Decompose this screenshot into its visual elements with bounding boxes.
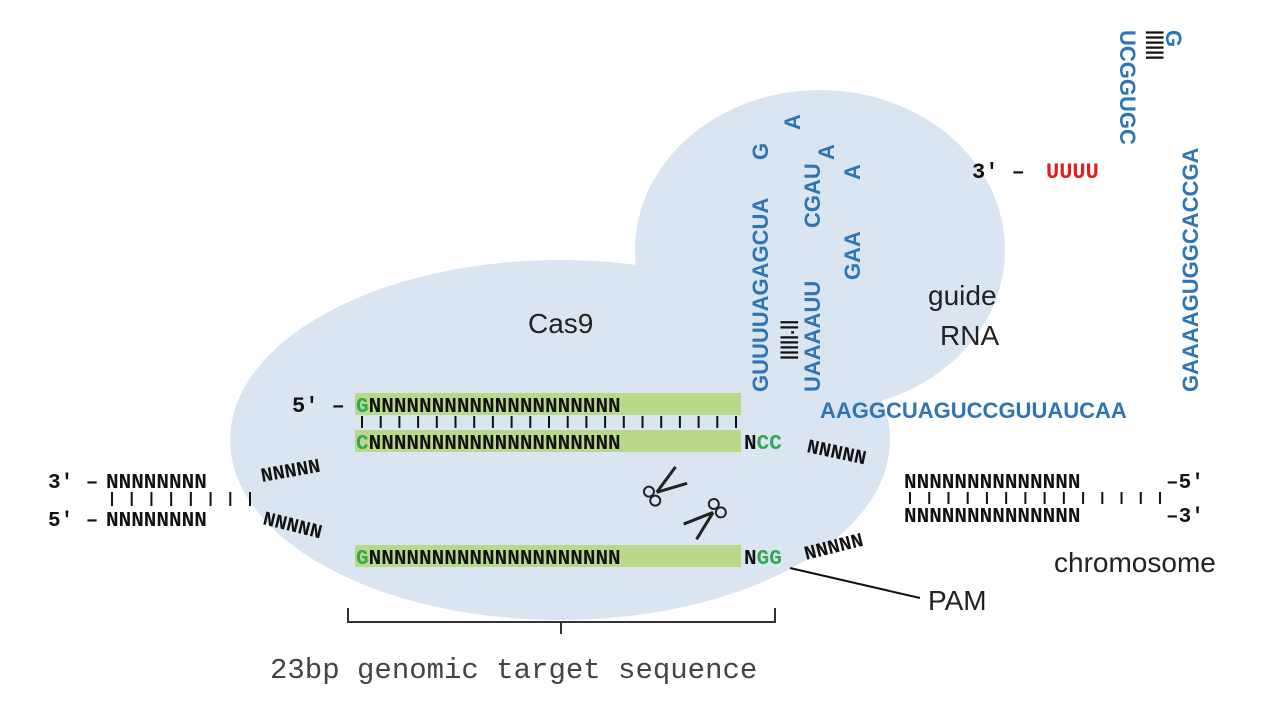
guide-spacer-highlight [355, 393, 741, 415]
rna-loop-a2: A [814, 144, 839, 160]
dna-flank-left-bottom: NNNNNNNN [106, 510, 207, 533]
dna-flank-right-bottom: NNNNNNNNNNNNNN [904, 506, 1080, 529]
rna-loop-top: G [748, 143, 773, 160]
target-bottom-first: G [356, 548, 369, 571]
dna-left-basepair-ticks [111, 492, 251, 506]
guide-label-line1: guide [928, 280, 997, 311]
rna-loop-a3: A [840, 164, 865, 180]
spacer-basepair-ticks [361, 416, 737, 428]
guide-label-line2: RNA [940, 320, 999, 351]
guide-spacer-first: G [356, 396, 369, 419]
dna-bottom-left-end: 5′ – [48, 510, 98, 533]
target-top-pam-seq: NCC [744, 433, 782, 456]
dna-bottom-right-end: –3′ [1166, 506, 1204, 529]
dna-right-basepair-ticks [909, 492, 1161, 504]
guide-spacer-seq: GNNNNNNNNNNNNNNNNNNNN [356, 396, 621, 419]
target-top-first: C [356, 433, 369, 456]
cas9-label: Cas9 [528, 308, 593, 339]
target-top-rest: NNNNNNNNNNNNNNNNNNNN [369, 433, 621, 456]
pam-label: PAM [928, 585, 987, 616]
rna-stem-mid: UAAAAUU [800, 281, 825, 392]
pam-n: N [744, 548, 757, 571]
rna-tail-3prime-end: 3′ – [972, 160, 1025, 185]
dna-flank-right-top: NNNNNNNNNNNNNN [904, 472, 1080, 495]
pam-pointer-line [789, 567, 921, 599]
cas9-protein [230, 90, 1005, 620]
target-bracket [347, 608, 776, 634]
target-bottom-highlight [355, 545, 741, 567]
rna-loop-a1: A [780, 114, 805, 130]
target-top-seq: CNNNNNNNNNNNNNNNNNNNN [356, 433, 621, 456]
rna-stem-gaa: GAA [840, 231, 865, 280]
dna-top-left-end: 3′ – [48, 472, 98, 495]
scissors-icon-top [642, 466, 688, 507]
dna-top-right-end: –5′ [1166, 472, 1204, 495]
rna-scaffold-horizontal: AAGGCUAGUCCGUUAUCAA [820, 398, 1127, 423]
dna-flank-left-top: NNNNNNNN [106, 472, 207, 495]
guide-spacer-rest: NNNNNNNNNNNNNNNNNNNN [369, 396, 621, 419]
guide-5prime-end: 5′ – [292, 394, 345, 419]
target-bottom-rest: NNNNNNNNNNNNNNNNNNNN [369, 548, 621, 571]
rna-stem-mid2: CGAU [800, 163, 825, 228]
target-top-cc: CC [757, 433, 783, 456]
chromosome-label: chromosome [1054, 547, 1216, 578]
target-top-highlight [355, 430, 741, 452]
rna-right-stem: GAAAAGUGGCACCGA [1178, 147, 1203, 392]
rna-right-basepair-marks: |||||| [1146, 30, 1166, 60]
target-caption: 23bp genomic target sequence [270, 654, 757, 687]
rna-stem-left: GUUUUAGAGCUA [748, 198, 773, 392]
rna-mid-basepair-marks: |||||.|| [778, 320, 798, 360]
rna-right-inner: UCGGUGC [1115, 30, 1140, 145]
pam-sequence: NGG [744, 548, 782, 571]
rna-right-top: G [1161, 30, 1186, 47]
target-top-N: N [744, 433, 757, 456]
target-bottom-seq: GNNNNNNNNNNNNNNNNNNNN [356, 548, 621, 571]
pam-gg: GG [757, 548, 782, 571]
rna-tail-seq: UUUU [1046, 160, 1099, 185]
scissors-icon-bottom [683, 497, 727, 541]
